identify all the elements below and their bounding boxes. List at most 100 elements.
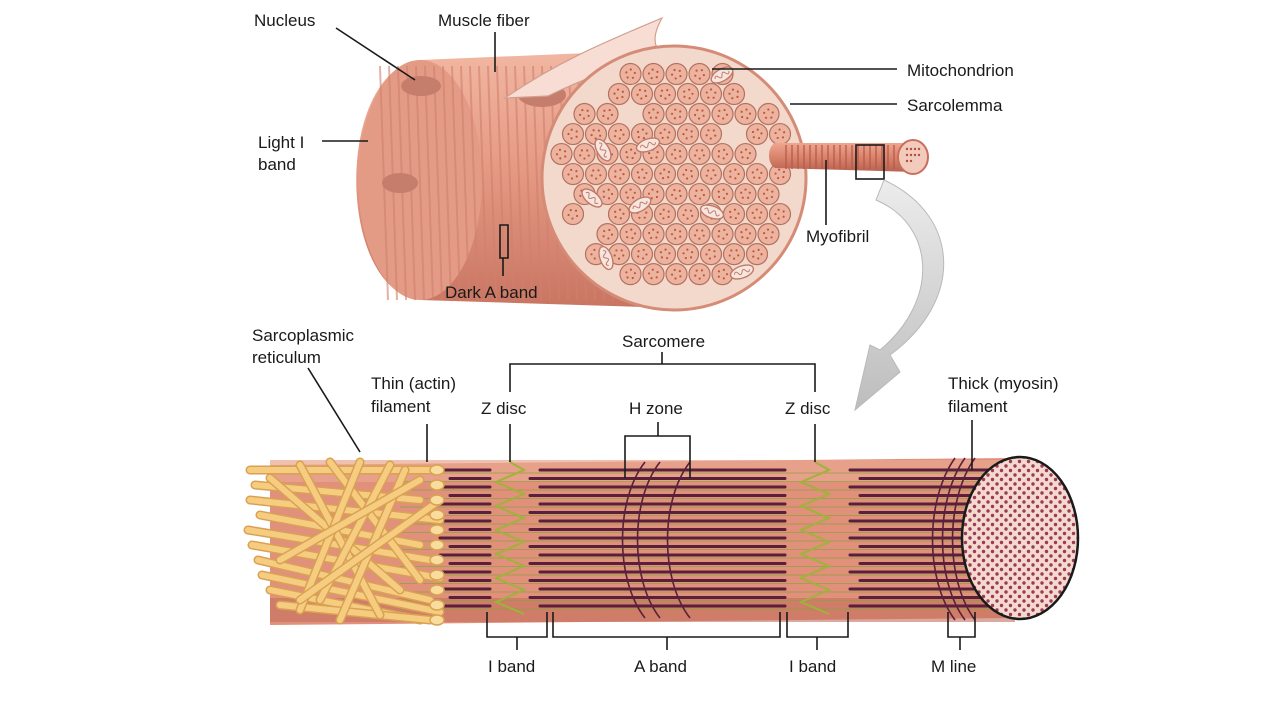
myofibril-dot	[695, 229, 699, 232]
myofibril-dot	[586, 109, 589, 112]
myofibril-dot	[714, 134, 717, 137]
myofibril-dot	[782, 215, 785, 218]
myofibril-dot	[655, 276, 658, 279]
myofibril-circle	[722, 243, 746, 266]
myofibril-dot	[756, 168, 759, 171]
label-light-i-band-line1: Light I	[258, 133, 304, 152]
myofibril-dot	[723, 228, 726, 232]
myofibril-circle	[711, 222, 734, 246]
myofibril-dot	[722, 197, 726, 200]
striation-line	[469, 65, 479, 301]
myofibril-dot	[708, 257, 712, 260]
myofibril-dot	[755, 208, 758, 211]
myofibril-dot	[707, 96, 710, 99]
myofibril-dot	[767, 108, 770, 111]
myofibril-dot	[673, 268, 676, 272]
myofibril-dot	[670, 193, 674, 196]
mitochondrion-cristae	[714, 70, 730, 80]
myofibril-circle	[573, 142, 596, 166]
myofibril-dot	[679, 194, 682, 198]
myofibril-dot	[619, 168, 622, 171]
myofibril-circle	[757, 102, 780, 126]
myofibril-circle	[665, 222, 688, 246]
myofibril-dot	[619, 128, 623, 132]
myofibril-circle	[757, 182, 780, 206]
myofibril-dot	[679, 230, 682, 233]
myofibril-circle	[734, 142, 757, 166]
myofibril-dot	[570, 137, 573, 140]
myofibril-dot	[652, 228, 655, 231]
myofibril-dot	[631, 237, 634, 240]
myofibril-dot	[626, 276, 629, 279]
myofibril-circle	[699, 82, 723, 106]
myofibril-dot	[713, 250, 716, 253]
myofibril-dot	[700, 269, 704, 272]
myofibril-circle	[653, 202, 677, 226]
myofibril-dot	[673, 148, 676, 151]
myofibril-dot	[621, 90, 624, 93]
myofibril-dot	[709, 137, 712, 140]
myofibril-dot	[670, 273, 674, 276]
myofibril-circle	[653, 243, 677, 266]
myofibril-circle	[688, 62, 711, 86]
label-h-zone: H zone	[629, 399, 683, 418]
myofibril-dot	[659, 212, 662, 216]
myofibril-dot	[757, 136, 761, 140]
myofibril-dot	[618, 137, 621, 140]
myofibril-dot	[659, 94, 662, 97]
myofibril-dot	[644, 94, 648, 98]
myofibril-circle	[665, 142, 688, 166]
myofibril-dot	[610, 192, 614, 196]
striation-line	[415, 65, 425, 301]
myofibril-dot	[729, 175, 732, 178]
myofibril-dot	[718, 230, 721, 233]
sr-tubule	[327, 459, 423, 583]
myofibril-dot	[678, 189, 681, 192]
myofibril-dot	[655, 195, 659, 199]
label-z-disc-left: Z disc	[481, 399, 527, 418]
myofibril-dot	[622, 254, 625, 257]
myofibril-dot	[656, 70, 659, 73]
myofibril-dot	[679, 275, 682, 278]
myofibril-dot	[637, 136, 640, 139]
myofibril-circle	[630, 162, 654, 186]
myofibril-dot	[597, 129, 600, 132]
myofibril-dot	[625, 191, 628, 194]
label-mitochondrion: Mitochondrion	[907, 61, 1014, 80]
myofibril-dot	[594, 137, 597, 140]
myofibril-dot	[614, 175, 617, 178]
myofibril-dot	[698, 157, 701, 160]
myofibril-circle	[688, 142, 711, 166]
myofibril-dot	[656, 111, 659, 114]
myofibril-dot	[693, 113, 697, 117]
myofibril-dot	[643, 176, 646, 179]
myofibril-end-dot	[909, 147, 913, 151]
myofibril-dot	[689, 256, 693, 259]
myofibril-dot	[661, 177, 665, 180]
myofibril-dot	[631, 276, 634, 280]
sarcoplasmic-reticulum-shape	[243, 457, 445, 626]
myofibril-dot	[698, 237, 701, 240]
label-a-band: A band	[634, 657, 687, 676]
myofibril-dot	[684, 209, 687, 212]
myofibril-dot	[617, 257, 621, 260]
myofibril-dot	[723, 108, 726, 112]
myofibril-dot	[610, 233, 614, 236]
h-zone-arcs	[621, 457, 976, 621]
myofibril-dot	[648, 111, 651, 114]
mitochondria-group	[581, 66, 755, 280]
myofibril-circle	[745, 202, 769, 226]
myofibril-dot	[777, 177, 780, 180]
myofibril-dot	[690, 130, 693, 133]
myofibril-dot	[777, 208, 780, 211]
myofibril-dot	[633, 191, 636, 194]
myofibril-dot	[707, 169, 710, 172]
myofibril-dot	[631, 156, 634, 160]
myofibril-dot	[712, 96, 715, 99]
myofibril-dot	[567, 213, 570, 217]
myofibril-dot	[666, 89, 669, 92]
myofibril-dot	[595, 177, 598, 180]
myofibril-dot	[732, 257, 736, 260]
myofibril-dot	[630, 228, 633, 231]
myofibril-dot	[563, 150, 567, 153]
